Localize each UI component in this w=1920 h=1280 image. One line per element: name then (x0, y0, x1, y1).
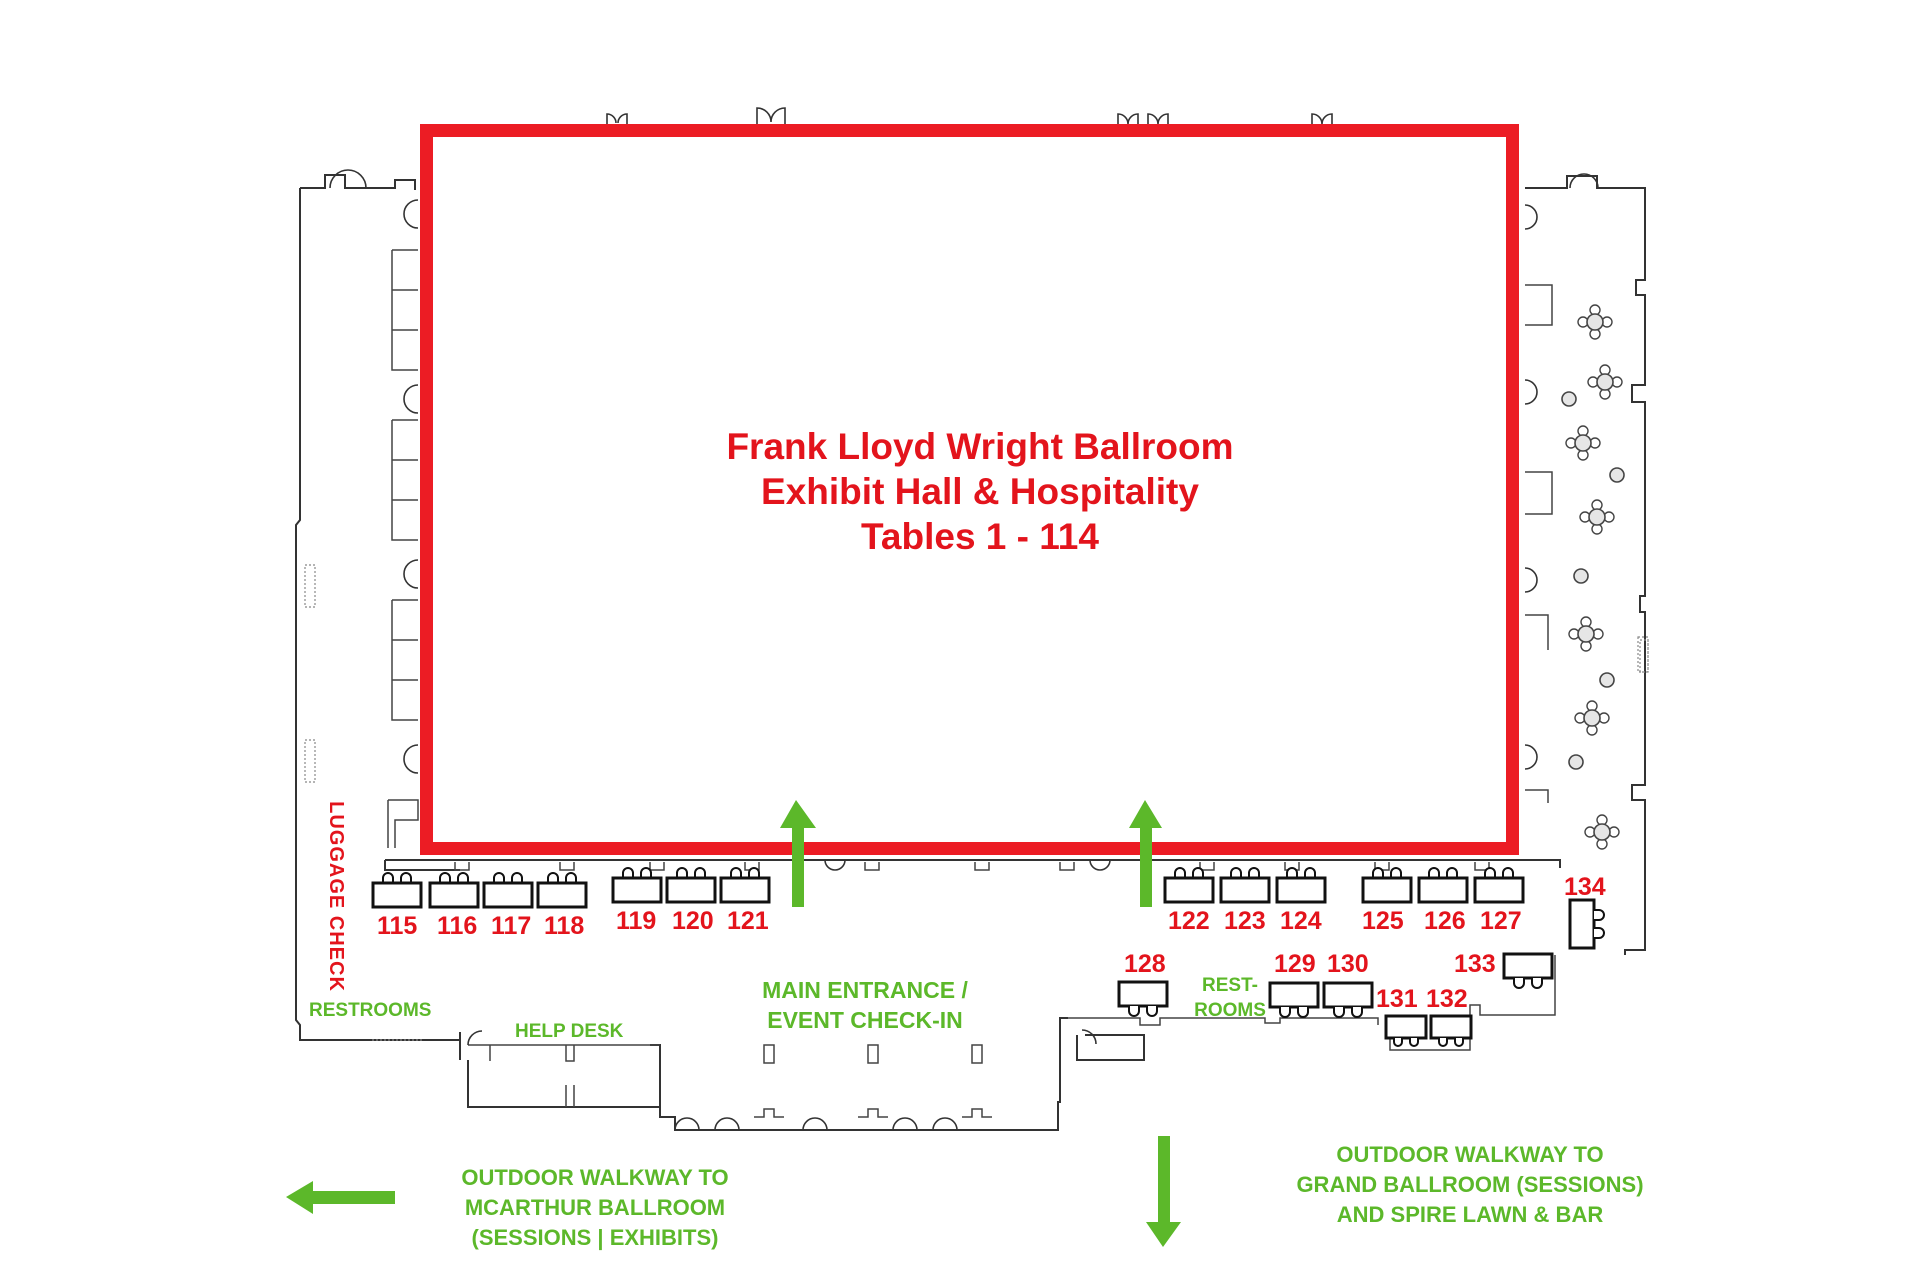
exhibitor-tables-row-top-chairs (371, 867, 1525, 909)
table-label-122: 122 (1168, 907, 1210, 935)
arrow-up-icon (780, 800, 816, 907)
table-label-125: 125 (1362, 907, 1404, 935)
title-line-tables: Tables 1 - 114 (861, 516, 1099, 557)
restrooms-right-line-1: REST- (1202, 975, 1258, 996)
left-corridor-walls (295, 169, 461, 1041)
walkway-grand-line-2: GRAND BALLROOM (SESSIONS) (1296, 1172, 1644, 1197)
top-doors (606, 107, 1333, 125)
walkway-grand-line-1: OUTDOOR WALKWAY TO (1336, 1142, 1604, 1167)
table-label-133: 133 (1454, 950, 1496, 978)
exhibit-hall-border (420, 124, 1519, 855)
table-label-126: 126 (1424, 907, 1466, 935)
table-label-117: 117 (491, 912, 532, 940)
hall-front-wall (384, 859, 1561, 871)
title-line-ballroom: Frank Lloyd Wright Ballroom (726, 426, 1234, 467)
arrow-up-icon (1129, 800, 1162, 907)
main-entrance-line-2: EVENT CHECK-IN (767, 1007, 963, 1033)
exhibitor-tables-lower (1117, 898, 1605, 1047)
table-label-132: 132 (1426, 985, 1468, 1013)
title-line-exhibit-hall: Exhibit Hall & Hospitality (761, 471, 1199, 512)
table-label-120: 120 (672, 907, 714, 935)
table-label-129: 129 (1274, 950, 1316, 978)
table-label-130: 130 (1327, 950, 1369, 978)
main-entrance-label: MAIN ENTRANCE / EVENT CHECK-IN (740, 975, 990, 1035)
table-label-131: 131 (1376, 985, 1418, 1013)
luggage-check-label: LUGGAGE CHECK (324, 801, 347, 992)
walkway-mcarthur-line-2: MCARTHUR BALLROOM (464, 1195, 726, 1220)
walkway-mcarthur-line-3: (SESSIONS | EXHIBITS) (471, 1225, 719, 1250)
arrow-left-icon (286, 1181, 395, 1214)
table-label-127: 127 (1480, 907, 1522, 935)
table-label-118: 118 (544, 912, 585, 940)
lounge-round-tables (1561, 304, 1625, 850)
main-entrance-line-1: MAIN ENTRANCE / (762, 977, 968, 1003)
table-label-134: 134 (1564, 873, 1606, 901)
table-label-128: 128 (1124, 950, 1166, 978)
walkway-grand-ballroom-note: OUTDOOR WALKWAY TO GRAND BALLROOM (SESSI… (1250, 1140, 1690, 1230)
exhibit-hall-title: Frank Lloyd Wright Ballroom Exhibit Hall… (660, 424, 1300, 559)
table-label-115: 115 (377, 912, 418, 940)
table-label-124: 124 (1280, 907, 1322, 935)
right-lounge (1524, 173, 1649, 955)
walkway-grand-line-3: AND SPIRE LAWN & BAR (1336, 1202, 1604, 1227)
walkway-mcarthur-note: OUTDOOR WALKWAY TO MCARTHUR BALLROOM (SE… (420, 1163, 770, 1253)
restrooms-right-label: REST- ROOMS (1180, 973, 1280, 1023)
table-label-121: 121 (727, 907, 769, 935)
table-label-116: 116 (437, 912, 478, 940)
restrooms-right-line-2: ROOMS (1194, 1000, 1266, 1021)
restrooms-left-label: RESTROOMS (309, 1000, 432, 1021)
walkway-mcarthur-line-1: OUTDOOR WALKWAY TO (461, 1165, 729, 1190)
arrow-down-icon (1146, 1136, 1181, 1247)
lobby-walls (459, 955, 1556, 1131)
help-desk-label: HELP DESK (515, 1021, 624, 1042)
table-label-123: 123 (1224, 907, 1266, 935)
table-label-119: 119 (616, 907, 657, 935)
